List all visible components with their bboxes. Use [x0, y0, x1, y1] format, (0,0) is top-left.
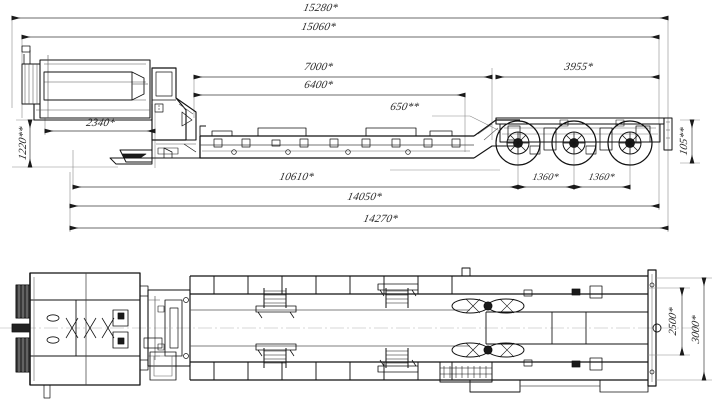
tractor-unit	[21, 45, 201, 165]
dim-label-105-vertical: 105**	[678, 126, 690, 156]
dimension-labels-side-view: 15280* 15060* 7000* 6400* 3955* 650** 10…	[17, 2, 690, 225]
dim-label-3955: 3955*	[562, 61, 594, 73]
rear-bogie-assembly	[495, 117, 673, 166]
dim-label-10610: 10610*	[278, 171, 315, 183]
dim-label-1360-rear: 1360*	[587, 172, 616, 183]
plan-rear-bogie	[439, 267, 662, 393]
dim-label-1220-vertical: 1220**	[17, 125, 29, 161]
plan-view	[0, 267, 700, 399]
dimension-labels-plan-view: 2500* 3000*	[667, 306, 702, 345]
leader-650-b	[469, 115, 501, 132]
dim-label-1360-front: 1360*	[531, 172, 560, 183]
plan-tractor	[11, 272, 149, 399]
dimension-arrows-plan-view	[679, 277, 707, 381]
plan-deck-main	[189, 275, 470, 381]
dim-label-7000: 7000*	[303, 61, 334, 73]
dim-label-14050: 14050*	[346, 191, 383, 203]
dim-label-2340: 2340*	[85, 117, 116, 129]
dim-label-15280: 15280*	[302, 2, 339, 14]
dim-label-2500-vertical: 2500*	[667, 306, 679, 336]
dim-label-15060: 15060*	[300, 21, 337, 33]
dim-label-3000-vertical: 3000*	[690, 314, 702, 345]
side-elevation-view	[21, 45, 673, 166]
dim-label-6400: 6400*	[303, 79, 334, 91]
low-bed-trailer	[199, 119, 520, 159]
dimension-lines-side-view	[11, 15, 695, 231]
dim-label-14270: 14270*	[362, 213, 399, 225]
dim-label-650: 650**	[389, 101, 420, 113]
